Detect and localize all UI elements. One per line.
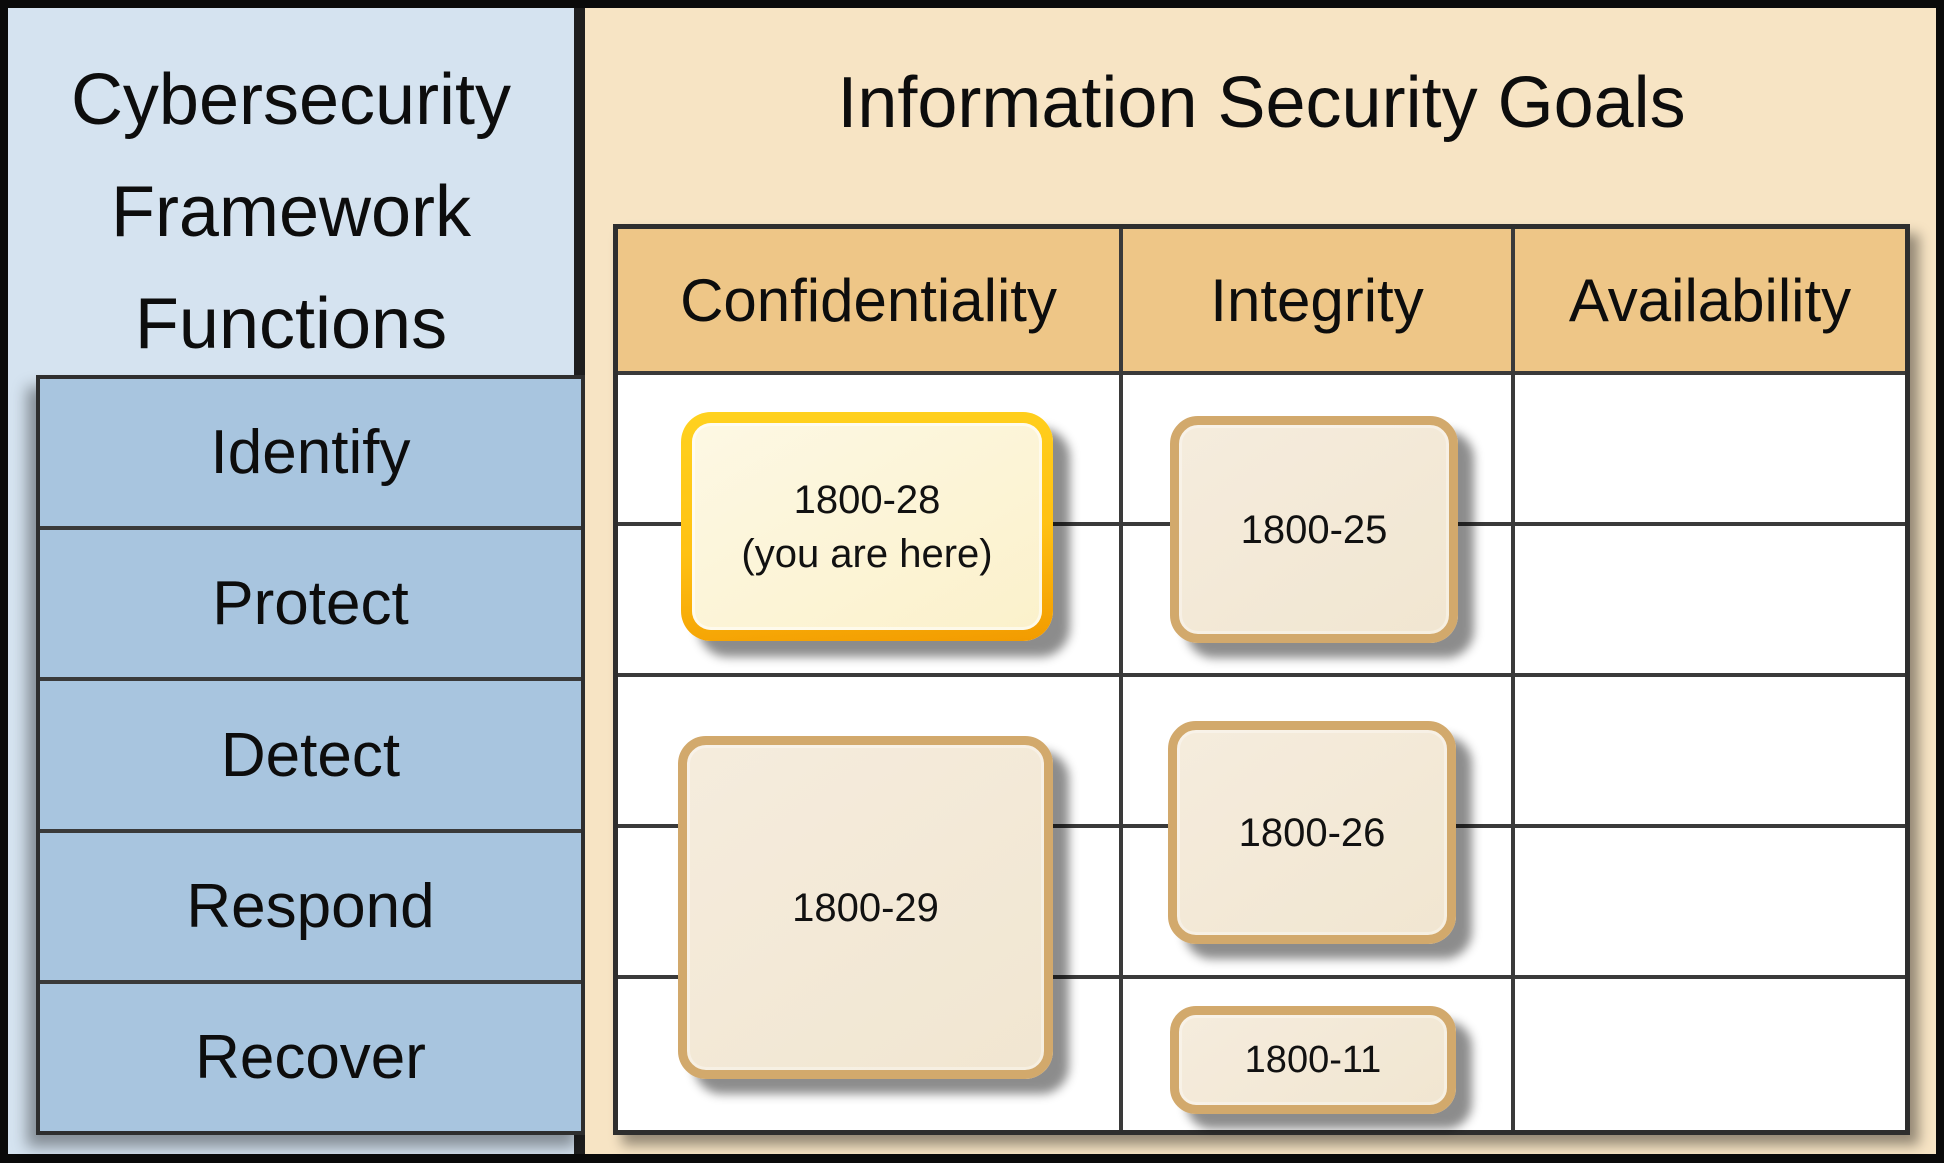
card-label: 1800-28	[793, 477, 941, 522]
goal-header-confidentiality: Confidentiality	[618, 229, 1123, 375]
card-1800-29: 1800-29	[678, 736, 1053, 1079]
security-goals-title-text: Information Security Goals	[837, 63, 1686, 143]
framework-title-line-2: Framework	[110, 172, 472, 252]
framework-title-line-3: Functions	[134, 284, 448, 364]
card-label: 1800-25	[1240, 507, 1388, 552]
goal-header-integrity: Integrity	[1123, 229, 1515, 375]
function-row-identify: Identify	[40, 379, 581, 531]
card-label: 1800-11	[1244, 1039, 1382, 1081]
card-label: 1800-26	[1238, 810, 1386, 855]
function-row-respond: Respond	[40, 833, 581, 984]
grid-cell-recover-availability	[1515, 979, 1905, 1130]
framework-title-line-1: Cybersecurity	[70, 60, 512, 140]
card-1800-28-you-are-here: 1800-28 (you are here)	[681, 412, 1053, 641]
framework-functions-list: Identify Protect Detect Respond Recover	[36, 375, 585, 1135]
function-label: Respond	[186, 871, 435, 941]
card-1800-26: 1800-26	[1168, 721, 1456, 944]
grid-cell-detect-availability	[1515, 677, 1905, 828]
grid-cell-respond-availability	[1515, 828, 1905, 979]
function-row-protect: Protect	[40, 530, 581, 682]
card-sublabel: (you are here)	[741, 531, 993, 576]
function-label: Protect	[212, 569, 409, 639]
card-1800-25: 1800-25	[1170, 416, 1458, 643]
grid-cell-protect-availability	[1515, 526, 1905, 677]
goal-header-label: Availability	[1568, 266, 1852, 334]
grid-cell-identify-availability	[1515, 375, 1905, 526]
function-label: Detect	[220, 720, 401, 790]
goal-header-label: Integrity	[1210, 266, 1424, 334]
goal-header-availability: Availability	[1515, 229, 1905, 375]
function-row-recover: Recover	[40, 984, 581, 1131]
security-goals-title: Information Security Goals	[613, 28, 1910, 178]
function-row-detect: Detect	[40, 681, 581, 833]
card-label: 1800-29	[792, 885, 939, 930]
card-1800-11: 1800-11	[1170, 1006, 1456, 1114]
framework-functions-title: Cybersecurity Framework Functions	[8, 44, 574, 380]
function-label: Recover	[195, 1022, 426, 1092]
goal-header-label: Confidentiality	[680, 266, 1057, 334]
function-label: Identify	[210, 418, 411, 488]
